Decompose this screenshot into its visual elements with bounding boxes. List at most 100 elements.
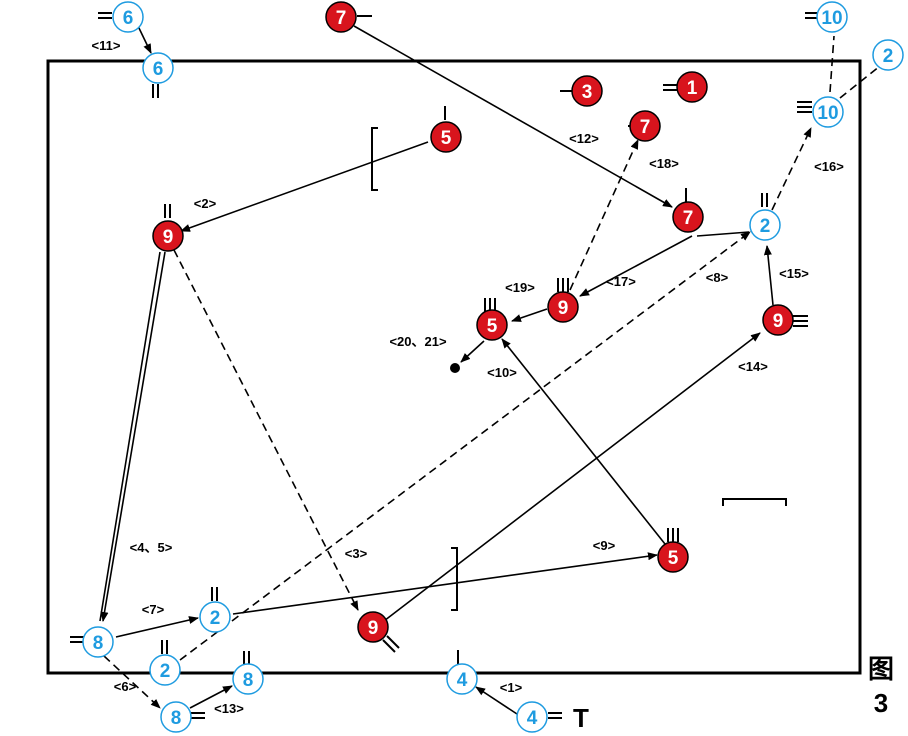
player-circle bbox=[149, 654, 181, 686]
player-blue-8: 8 bbox=[160, 701, 192, 733]
move-line-1 bbox=[475, 686, 518, 715]
player-blue-2: 2 bbox=[199, 601, 231, 633]
step-label-s45: <4、5> bbox=[130, 540, 173, 555]
move-line-11 bbox=[137, 25, 152, 54]
step-label-s1: <1> bbox=[500, 680, 523, 695]
player-blue-8: 8 bbox=[82, 626, 114, 658]
player-number: 4 bbox=[457, 670, 468, 691]
player-circle bbox=[672, 201, 704, 233]
tick-mark bbox=[667, 528, 679, 542]
player-number: 8 bbox=[93, 633, 104, 654]
player-blue-10: 10 bbox=[812, 96, 844, 128]
player-red-9: 9 bbox=[547, 291, 579, 323]
player-circle bbox=[516, 701, 548, 733]
step-label-s8: <8> bbox=[706, 270, 729, 285]
move-line-3 bbox=[173, 249, 359, 611]
tick-mark bbox=[243, 651, 250, 665]
move-line-17b bbox=[579, 235, 693, 297]
player-red-9: 9 bbox=[357, 611, 389, 643]
player-circle bbox=[816, 1, 848, 33]
step-label-s17: <17> bbox=[606, 274, 636, 289]
tick-mark bbox=[191, 712, 205, 719]
player-circle bbox=[199, 601, 231, 633]
player-red-1: 1 bbox=[676, 71, 708, 103]
player-number: 2 bbox=[760, 216, 771, 237]
step-label-s15: <15> bbox=[779, 266, 809, 281]
player-circle bbox=[547, 291, 579, 323]
player-circle bbox=[152, 220, 184, 252]
tick-mark bbox=[152, 84, 159, 98]
step-label-s3: <3> bbox=[345, 546, 368, 561]
ball-carrier-symbol: T bbox=[573, 703, 589, 733]
player-red-7: 7 bbox=[672, 201, 704, 233]
player-number: 6 bbox=[153, 59, 164, 80]
player-red-7: 7 bbox=[325, 1, 357, 33]
step-label-s19: <19> bbox=[505, 280, 535, 295]
player-number: 5 bbox=[668, 548, 679, 569]
player-circle bbox=[357, 611, 389, 643]
player-number: 10 bbox=[817, 103, 838, 124]
player-number: 2 bbox=[210, 608, 221, 629]
player-number: 10 bbox=[821, 8, 842, 29]
step-label-s16: <16> bbox=[814, 159, 844, 174]
move-line-16b bbox=[839, 65, 881, 99]
bracket-marker bbox=[451, 547, 458, 611]
player-blue-8: 8 bbox=[232, 663, 264, 695]
move-line-4-5b bbox=[100, 251, 166, 622]
tick-mark bbox=[70, 636, 84, 643]
tick-mark bbox=[663, 84, 678, 91]
player-ticks bbox=[70, 12, 819, 719]
player-red-7: 7 bbox=[629, 110, 661, 142]
player-circle bbox=[812, 96, 844, 128]
step-label-s2: <2> bbox=[194, 196, 217, 211]
step-label-s11: <11> bbox=[92, 38, 121, 53]
tick-mark bbox=[164, 204, 171, 218]
player-number: 9 bbox=[558, 298, 569, 319]
court-markers bbox=[371, 127, 787, 611]
player-circle bbox=[872, 39, 904, 71]
player-red-5: 5 bbox=[657, 541, 689, 573]
move-line-17a bbox=[696, 231, 750, 237]
tick-mark bbox=[761, 193, 768, 207]
player-circle bbox=[762, 304, 794, 336]
tick-mark bbox=[548, 712, 562, 719]
tick-mark bbox=[98, 12, 112, 19]
step-label-s10: <10> bbox=[487, 365, 517, 380]
player-number: 7 bbox=[683, 208, 694, 229]
player-number: 9 bbox=[368, 618, 379, 639]
tick-mark bbox=[382, 635, 400, 653]
player-number: 9 bbox=[773, 311, 784, 332]
step-label-s2021: <20、21> bbox=[389, 334, 447, 349]
move-line-12 bbox=[353, 25, 673, 208]
move-line-2 bbox=[180, 141, 429, 232]
player-circle bbox=[476, 309, 508, 341]
player-blue-6: 6 bbox=[112, 1, 144, 33]
step-label-s9: <9> bbox=[593, 538, 616, 553]
move-line-9 bbox=[232, 552, 658, 615]
player-circle bbox=[446, 663, 478, 695]
player-red-5: 5 bbox=[476, 309, 508, 341]
player-blue-6: 6 bbox=[142, 52, 174, 84]
player-circle bbox=[112, 1, 144, 33]
player-circle bbox=[749, 209, 781, 241]
player-circle bbox=[657, 541, 689, 573]
step-labels-layer: <1><2><3><4、5><6><7><8><9><10><11><12><1… bbox=[92, 38, 845, 716]
move-line-14 bbox=[379, 332, 761, 625]
tick-mark bbox=[797, 101, 812, 113]
step-label-s12: <12> bbox=[569, 131, 599, 146]
player-circle bbox=[430, 121, 462, 153]
player-number: 7 bbox=[336, 8, 347, 29]
movement-lines bbox=[99, 25, 881, 715]
figure-char: 图 bbox=[867, 654, 894, 684]
tick-mark bbox=[793, 315, 808, 327]
player-circle bbox=[676, 71, 708, 103]
tick-mark bbox=[211, 587, 218, 601]
player-circle bbox=[142, 52, 174, 84]
move-line-4-5a bbox=[99, 251, 161, 622]
player-number: 5 bbox=[441, 128, 452, 149]
player-number: 3 bbox=[582, 82, 593, 103]
bracket-marker bbox=[371, 127, 378, 191]
player-circle bbox=[325, 1, 357, 33]
